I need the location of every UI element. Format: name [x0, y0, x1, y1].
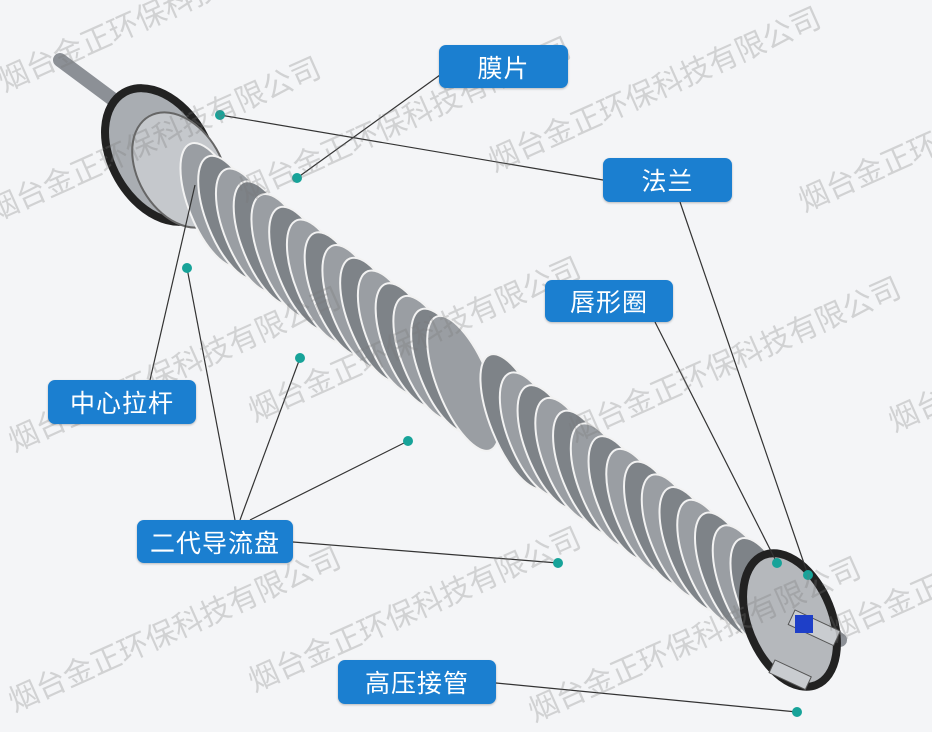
leader-dot	[403, 436, 413, 446]
leader-line	[149, 184, 196, 381]
leader-dot	[215, 110, 225, 120]
label-lip-seal: 唇形圈	[545, 280, 673, 322]
leader-dot	[803, 570, 813, 580]
leader-line	[249, 440, 409, 521]
blue-fitting	[795, 615, 813, 633]
leader-dot	[292, 173, 302, 183]
label-center-rod: 中心拉杆	[48, 380, 196, 424]
leader-line	[679, 201, 809, 576]
label-membrane: 膜片	[439, 45, 568, 88]
leader-line	[292, 541, 559, 564]
leader-lines	[149, 74, 809, 713]
leader-dots	[182, 110, 813, 717]
label-flange: 法兰	[603, 158, 732, 202]
leader-line	[186, 267, 236, 521]
leader-dot	[772, 558, 782, 568]
hp-connector-pipe	[768, 659, 812, 691]
leader-dot	[182, 263, 192, 273]
dtro-module	[53, 53, 847, 691]
leader-dot	[295, 353, 305, 363]
leader-line	[654, 321, 778, 564]
label-hp-connector: 高压接管	[338, 660, 496, 704]
label-guide-disc: 二代导流盘	[137, 520, 293, 563]
leader-line	[495, 682, 798, 713]
leader-line	[296, 74, 441, 179]
leader-dot	[553, 558, 563, 568]
leader-line	[239, 357, 301, 521]
leader-line	[219, 114, 604, 181]
leader-dot	[792, 707, 802, 717]
